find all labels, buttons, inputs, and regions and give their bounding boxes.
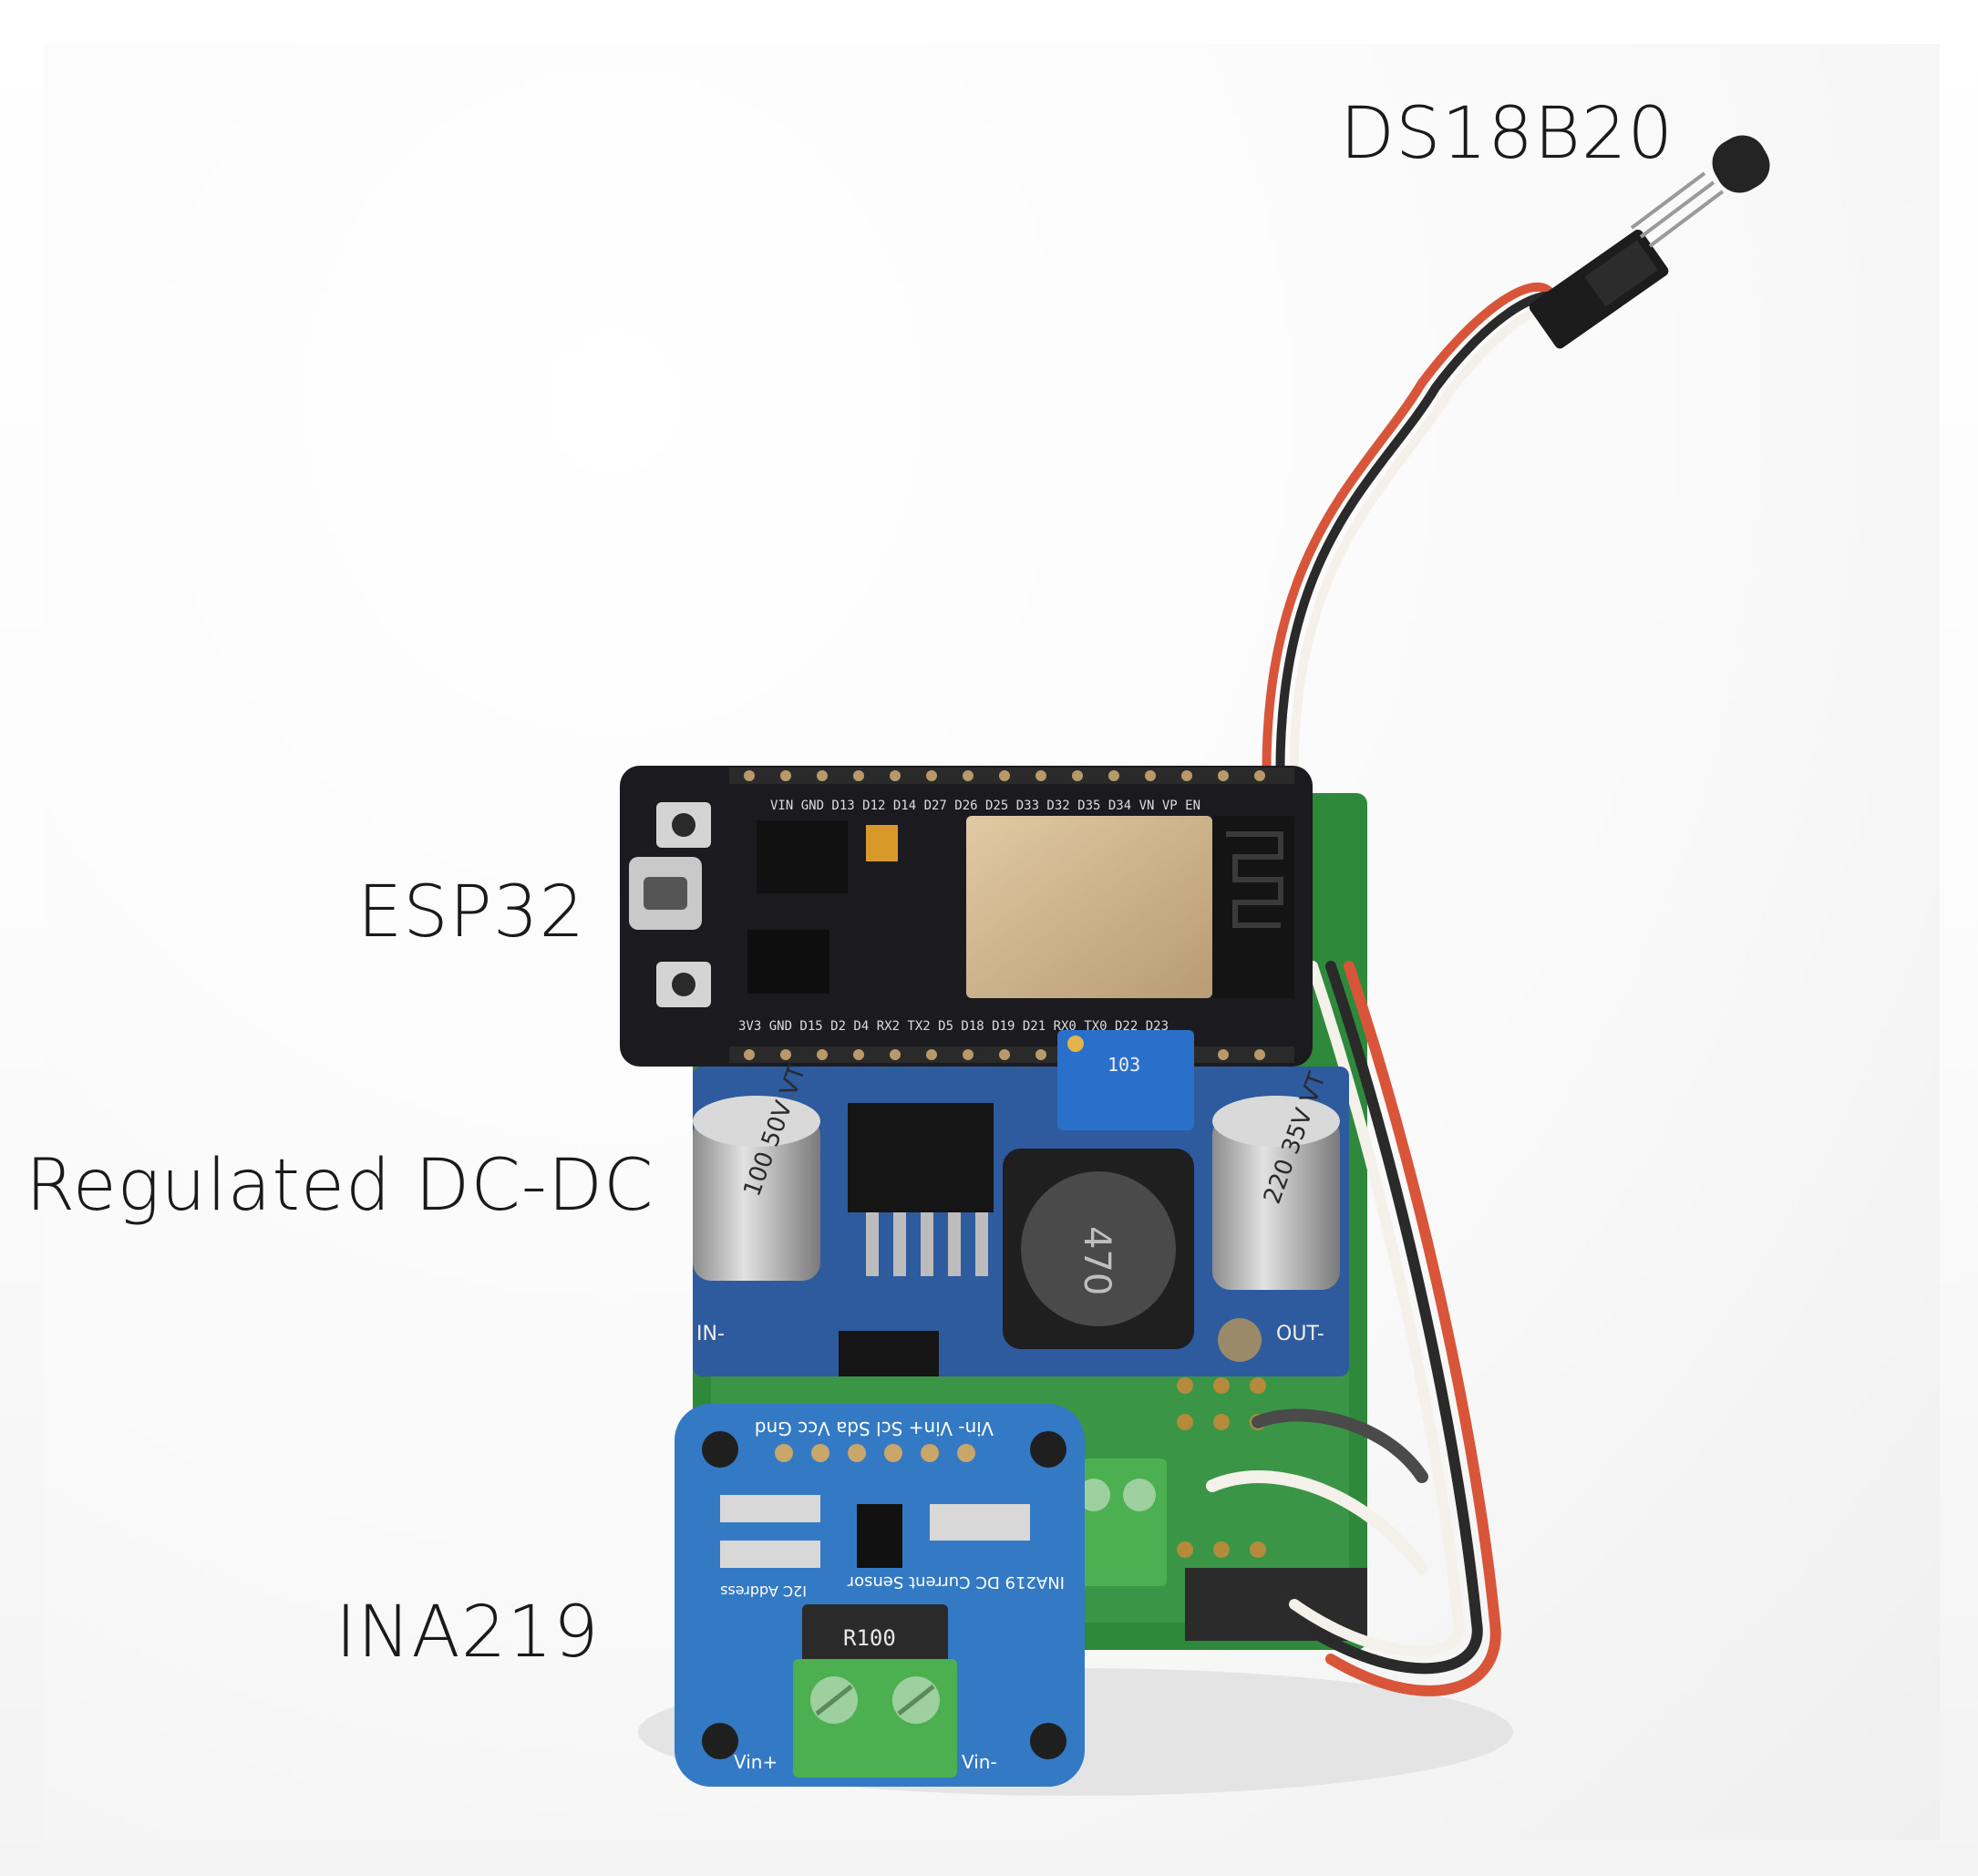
ina-pin-labels: Vin- Vin+ Scl Sda Vcc Gnd [755,1417,994,1439]
esp32-top-pin-labels: VIN GND D13 D12 D14 D27 D26 D25 D33 D32 … [770,799,1200,813]
capacitor-left [693,1117,820,1281]
capacitor-right [1212,1117,1340,1290]
esp32-label: ESP32 [357,871,586,953]
ina-vin-plus-label: Vin+ [734,1751,778,1773]
shunt-resistor-label: R100 [843,1625,896,1651]
dcdc-label: Regulated DC-DC [26,1145,654,1227]
ina-terminal-block [793,1659,957,1778]
ds18b20-label: DS18B20 [1340,93,1674,175]
trimmer-label: 103 [1107,1054,1140,1076]
regulator-ic [848,1103,994,1212]
ina-vin-minus-label: Vin- [962,1751,997,1773]
dcdc-board: 103 100 50V VT 470 220 35V VT IN- OUT- [693,1030,1349,1376]
esp32-board: VIN GND D13 D12 D14 D27 D26 D25 D33 D32 … [620,766,1313,1067]
ina-address-label: I2C Address [720,1582,807,1600]
ds18b20-sensor [1529,135,1770,349]
esp32-bottom-pin-labels: 3V3 GND D15 D2 D4 RX2 TX2 D5 D18 D19 D21… [738,1019,1169,1034]
dcdc-in-label: IN- [696,1323,725,1345]
dcdc-out-label: OUT- [1276,1323,1324,1345]
ina219-board: Vin- Vin+ Scl Sda Vcc Gnd R100 INA219 DC… [675,1404,1085,1787]
shunt-resistor [802,1604,948,1668]
sensor-cable [1206,283,1581,1696]
esp-wroom-module [966,816,1212,998]
inductor-label: 470 [1076,1226,1118,1295]
ina-title-label: INA219 DC Current Sensor [847,1572,1065,1592]
trimmer-potentiometer [1057,1030,1194,1130]
ina219-label: INA219 [335,1592,600,1674]
